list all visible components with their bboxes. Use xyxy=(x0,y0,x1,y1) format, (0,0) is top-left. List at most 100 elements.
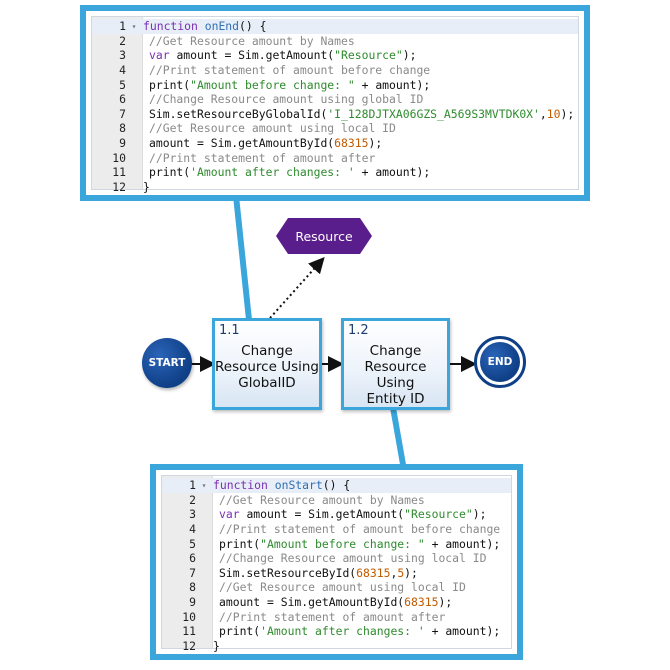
code-text: } xyxy=(209,639,220,653)
code-line[interactable]: 8//Get Resource amount using local ID xyxy=(162,580,511,595)
code-text: var amount = Sim.getAmount("Resource"); xyxy=(139,48,416,62)
line-number: 9 xyxy=(189,595,196,610)
code-token: Sim.setResourceByGlobalId( xyxy=(149,106,328,121)
on-start-script-panel: 1▾function onStart() {2//Get Resource am… xyxy=(150,464,523,660)
code-token: //Get Resource amount by Names xyxy=(149,33,355,48)
code-token: //Print statement of amount before chang… xyxy=(219,522,501,537)
code-token: amount = Sim.getAmountById( xyxy=(219,595,405,610)
code-token: + amount); xyxy=(354,77,431,92)
start-event[interactable]: START xyxy=(142,338,192,388)
code-text: //Get Resource amount by Names xyxy=(209,493,425,507)
code-line[interactable]: 4 //Print statement of amount before chan… xyxy=(162,522,511,537)
code-line[interactable]: 2//Get Resource amount by Names xyxy=(162,493,511,508)
code-text: var amount = Sim.getAmount("Resource"); xyxy=(209,507,486,521)
line-number: 5 xyxy=(119,77,126,92)
code-text: amount = Sim.getAmountById(68315); xyxy=(209,595,452,609)
dotted-association-to-resource xyxy=(269,257,325,319)
code-token: function xyxy=(213,478,275,493)
start-label: START xyxy=(148,357,186,369)
line-number: 12 xyxy=(112,179,126,194)
fold-toggle-icon[interactable]: ▾ xyxy=(201,480,207,490)
code-line[interactable]: 12} xyxy=(92,180,578,195)
code-line[interactable]: 12} xyxy=(162,639,511,654)
code-line[interactable]: 10//Print statement of amount after xyxy=(92,150,578,165)
line-number: 6 xyxy=(189,551,196,566)
code-text: amount = Sim.getAmountById(68315); xyxy=(139,136,382,150)
task-label: Change Resource Using Entity ID xyxy=(364,343,427,407)
on-end-code-editor[interactable]: 1▾function onEnd() {2//Get Resource amou… xyxy=(91,16,579,194)
code-text: print('Amount after changes: ' + amount)… xyxy=(209,624,500,638)
line-number: 7 xyxy=(189,565,196,580)
code-line[interactable]: 9 amount = Sim.getAmountById(68315); xyxy=(162,595,511,610)
line-number: 12 xyxy=(182,638,196,653)
code-token: "Resource" xyxy=(404,507,473,522)
code-token: 68315 xyxy=(356,565,391,580)
line-number: 8 xyxy=(189,580,196,595)
code-token: + amount); xyxy=(354,165,431,180)
code-text: //Print statement of amount before chang… xyxy=(209,522,500,536)
code-line[interactable]: 6 //Change Resource amount using global I… xyxy=(92,92,578,107)
line-number: 3 xyxy=(119,48,126,63)
code-line[interactable]: 4//Print statement of amount before chan… xyxy=(92,63,578,78)
code-token: //Change Resource amount using local ID xyxy=(219,551,487,566)
hexagon-shape xyxy=(276,218,372,254)
code-line[interactable]: 8 //Get Resource amount using local ID xyxy=(92,121,578,136)
code-text: print("Amount before change: " + amount)… xyxy=(139,78,430,92)
code-line[interactable]: 3 var amount = Sim.getAmount("Resource"); xyxy=(92,48,578,63)
on-start-code-editor[interactable]: 1▾function onStart() {2//Get Resource am… xyxy=(161,475,512,653)
code-text: print("Amount before change: " + amount)… xyxy=(209,537,500,551)
line-number: 10 xyxy=(112,150,126,165)
code-token: } xyxy=(143,179,150,194)
code-token: , xyxy=(390,565,398,580)
code-token: //Print statement of amount before chang… xyxy=(149,63,431,78)
code-token: var xyxy=(219,507,247,522)
code-text: print('Amount after changes: ' + amount)… xyxy=(139,165,430,179)
line-number: 4 xyxy=(189,522,196,537)
code-text: //Get Resource amount using local ID xyxy=(139,121,396,135)
end-event[interactable]: END xyxy=(474,336,526,388)
code-line[interactable]: 9 amount = Sim.getAmountById(68315); xyxy=(92,136,578,151)
end-label: END xyxy=(487,356,513,368)
code-token: () { xyxy=(239,19,267,34)
code-line[interactable]: 5 print("Amount before change: " + amount… xyxy=(92,77,578,92)
task-change-resource-global-id[interactable]: 1.1 Change Resource Using GlobalID xyxy=(212,318,322,410)
code-line[interactable]: 1▾function onStart() { xyxy=(162,478,511,493)
code-token: ); xyxy=(560,106,575,121)
resource-label: Resource xyxy=(295,228,353,244)
code-line[interactable]: 2//Get Resource amount by Names xyxy=(92,34,578,49)
line-number: 8 xyxy=(119,121,126,136)
code-token: function xyxy=(143,19,205,34)
end-inner-circle: END xyxy=(480,342,520,382)
code-token: amount = Sim.getAmount( xyxy=(246,507,405,522)
code-line[interactable]: 1▾function onEnd() { xyxy=(92,19,578,34)
code-token: //Change Resource amount using global ID xyxy=(149,92,424,107)
code-line[interactable]: 6 //Change Resource amount using local ID xyxy=(162,551,511,566)
code-token: ); xyxy=(404,565,418,580)
line-number: 9 xyxy=(119,136,126,151)
fold-toggle-icon[interactable]: ▾ xyxy=(131,21,137,31)
line-number: 1 xyxy=(189,478,196,493)
code-token: print( xyxy=(149,165,191,180)
code-token: + amount); xyxy=(424,624,501,639)
code-token: print( xyxy=(219,624,261,639)
task-change-resource-entity-id[interactable]: 1.2 Change Resource Using Entity ID xyxy=(341,318,450,410)
code-token: //Print statement of amount after xyxy=(219,609,446,624)
code-token: 68315 xyxy=(404,595,439,610)
code-text: //Change Resource amount using global ID xyxy=(139,92,423,106)
code-token: "Amount before change: " xyxy=(260,536,425,551)
code-token: 'I_128DJTXA06GZS_A569S3MVTDK0X' xyxy=(327,106,540,121)
code-token: print( xyxy=(219,536,261,551)
code-line[interactable]: 10//Print statement of amount after xyxy=(162,609,511,624)
code-token: 'Amount after changes: ' xyxy=(190,165,355,180)
resource-node[interactable]: Resource xyxy=(276,218,372,254)
task-id: 1.2 xyxy=(348,323,369,338)
code-token: print( xyxy=(149,77,191,92)
line-number: 6 xyxy=(119,92,126,107)
